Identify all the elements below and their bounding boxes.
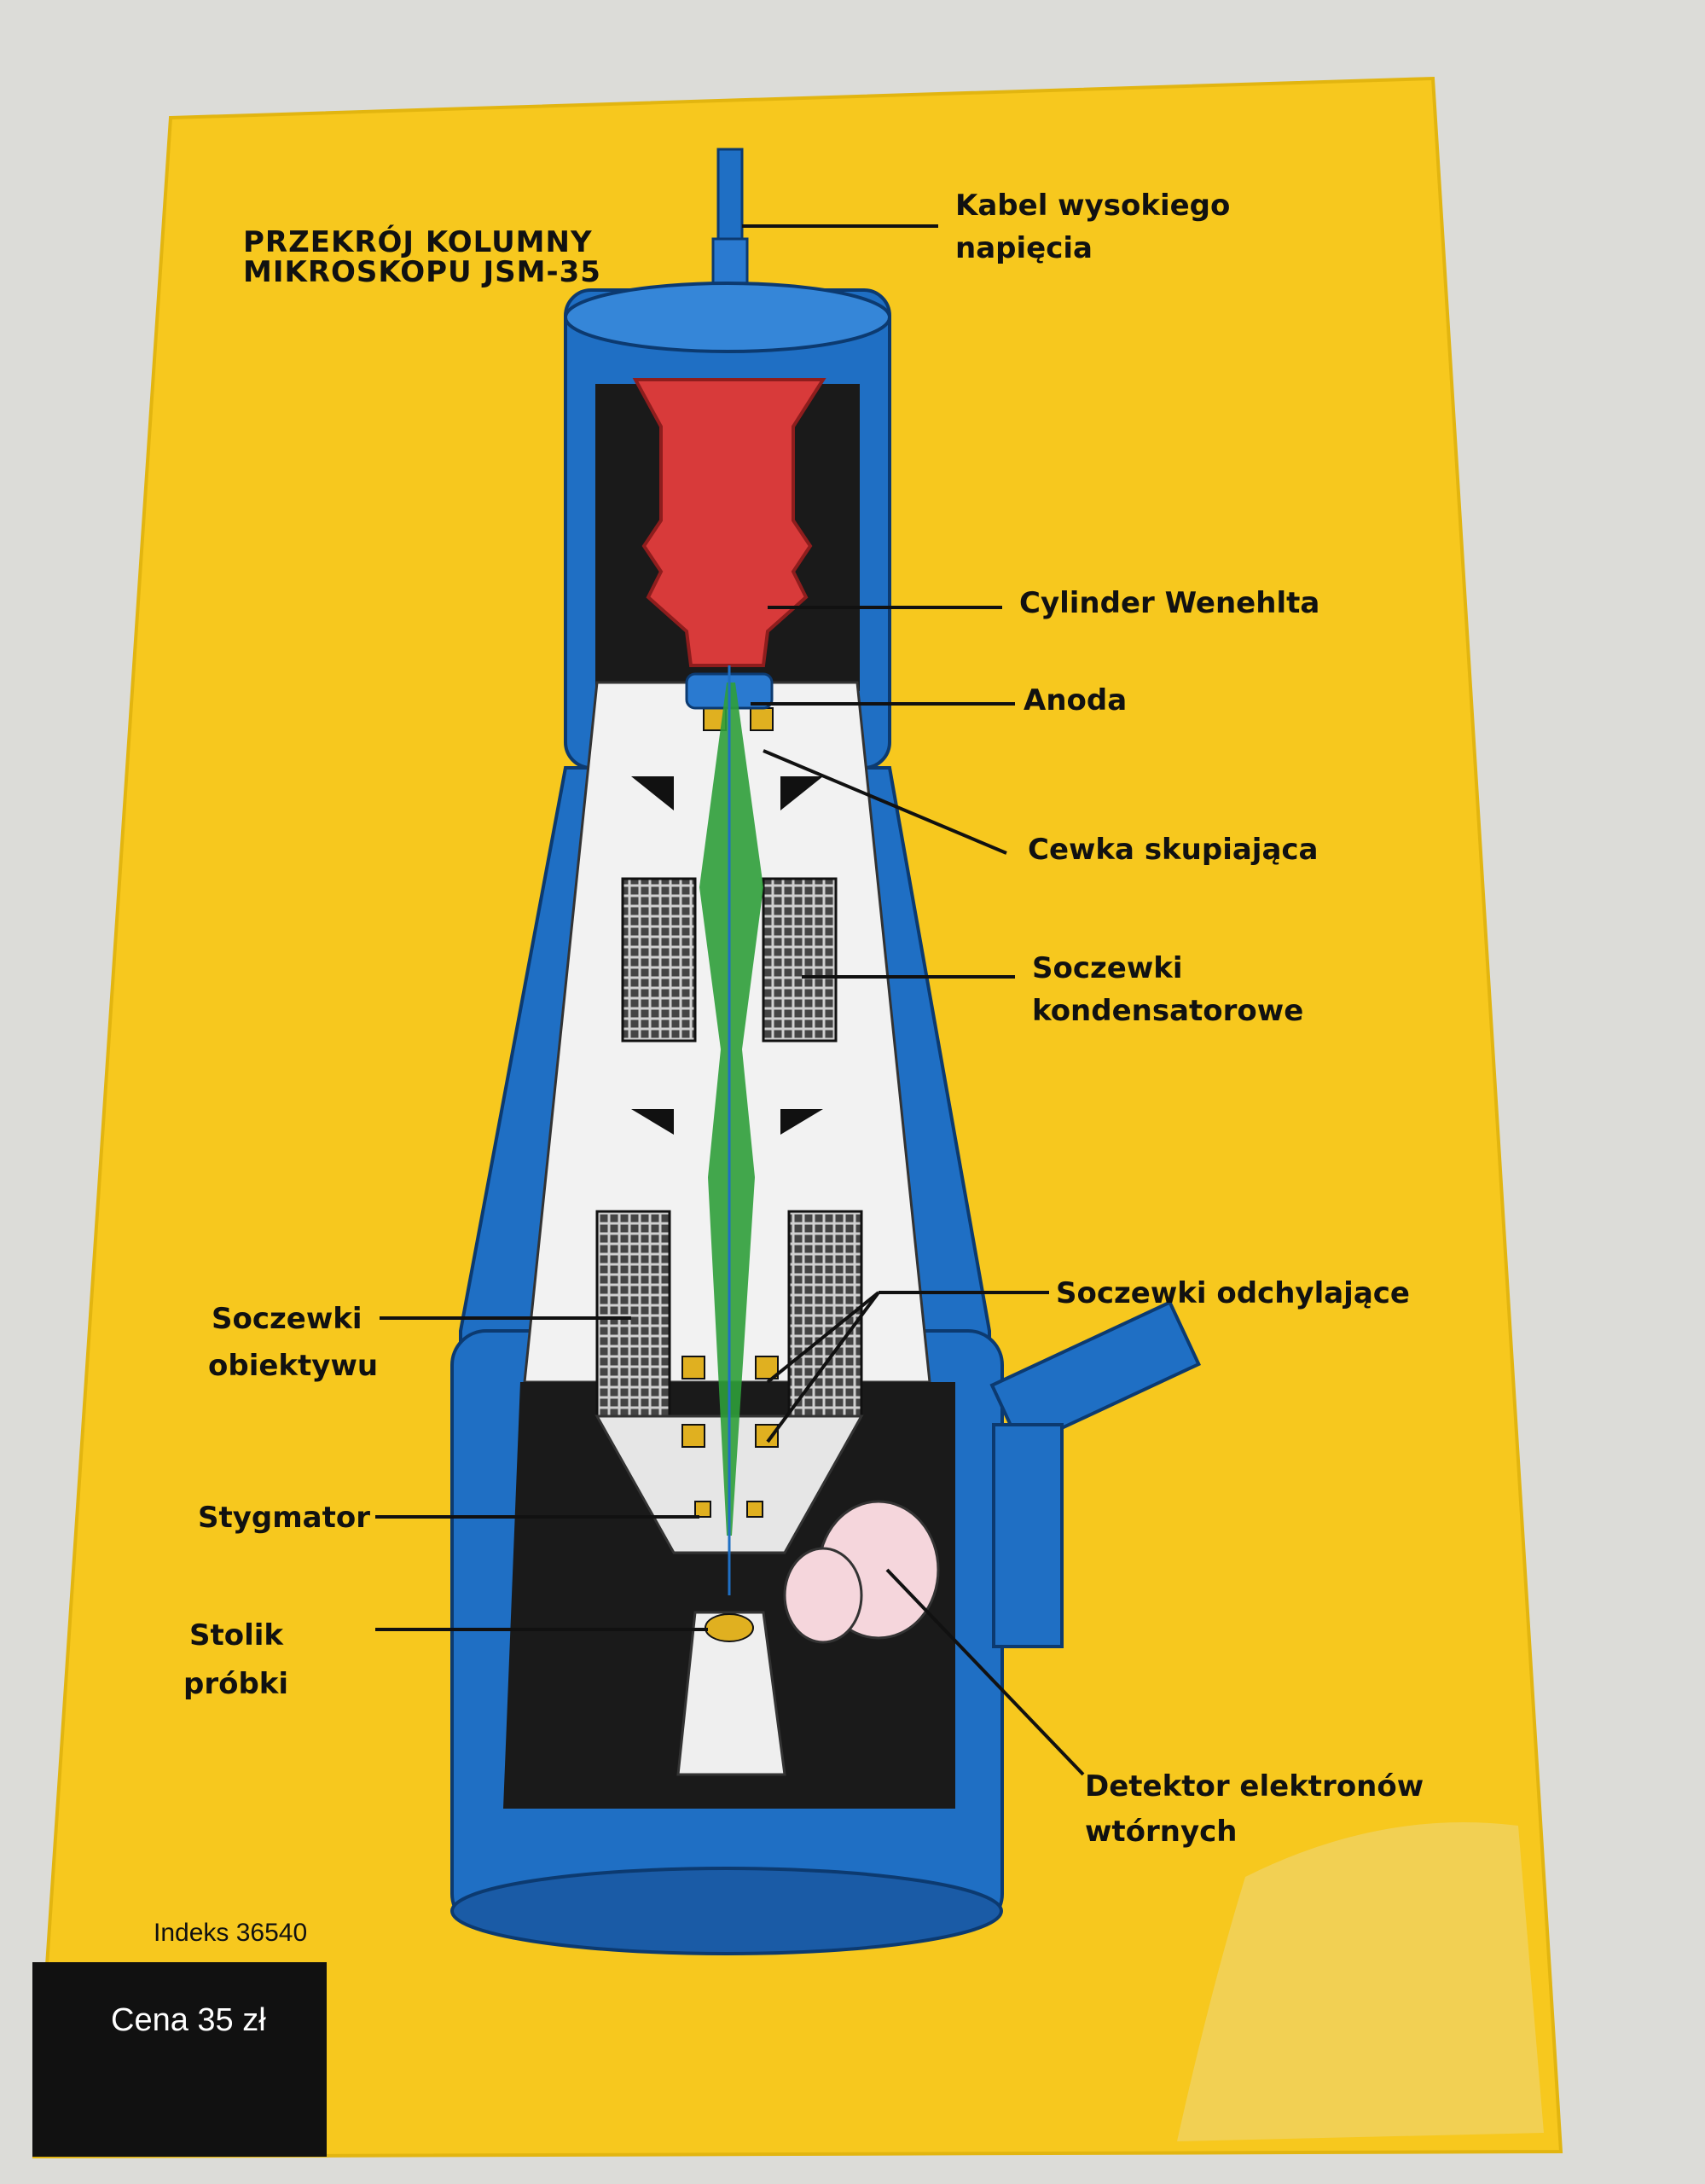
secondary-electron-detector [783, 1500, 940, 1644]
price-box [32, 1962, 327, 2157]
label-stygmator: Stygmator [198, 1501, 370, 1535]
diagram-title-line1: PRZEKRÓJ KOLUMNY [243, 224, 593, 259]
label-anoda: Anoda [1024, 683, 1127, 717]
leader-lines [375, 224, 1085, 1776]
label-odchylajace: Soczewki odchylające [1056, 1276, 1410, 1310]
cover-stain [1177, 1822, 1544, 2141]
label-obiektywu-1: Soczewki [212, 1302, 362, 1336]
price-label: Cena 35 zł [111, 2002, 266, 2038]
label-cewka: Cewka skupiająca [1028, 833, 1319, 867]
label-obiektywu-2: obiektywu [208, 1349, 378, 1383]
electron-beam [699, 682, 763, 1536]
side-port [989, 1299, 1202, 1449]
label-stolik-1: Stolik [189, 1618, 284, 1653]
label-kondensatorowe-1: Soczewki [1032, 951, 1183, 985]
label-kabel-2: napięcia [955, 231, 1093, 265]
label-detektor-1: Detektor elektronów [1085, 1769, 1424, 1804]
index-number: Indeks 36540 [154, 1919, 307, 1947]
label-kabel-1: Kabel wysokiego [955, 189, 1230, 223]
diagram-title-line2: MIKROSKOPU JSM-35 [243, 255, 601, 289]
label-cylinder: Cylinder Wenehlta [1019, 586, 1319, 620]
label-kondensatorowe-2: kondensatorowe [1032, 994, 1303, 1028]
microscope-column [450, 148, 1202, 1955]
specimen-stage [676, 1611, 786, 1776]
wehnelt-cylinder [632, 378, 826, 667]
label-stolik-2: próbki [183, 1667, 288, 1701]
label-detektor-2: wtórnych [1085, 1815, 1238, 1849]
